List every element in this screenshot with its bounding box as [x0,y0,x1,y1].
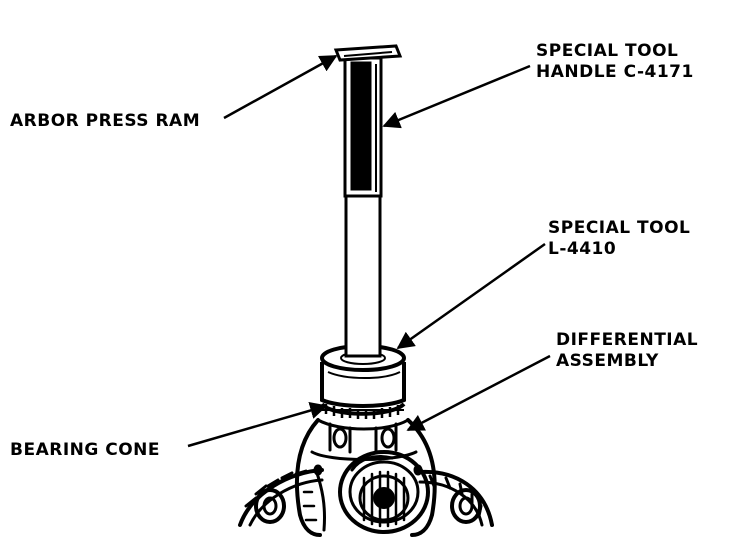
differential-assembly [238,418,494,537]
label-special-tool-handle-line1: SPECIAL TOOL [536,41,679,61]
arrow-special-tool-l4410 [396,242,546,350]
label-bearing-cone-text: BEARING CONE [10,440,161,460]
leader-lines [187,54,551,448]
label-arbor-press-ram: ARBOR PRESS RAM [10,111,200,132]
label-arbor-press-ram-text: ARBOR PRESS RAM [10,111,201,131]
label-special-tool-l4410-line2: L-4410 [548,239,617,259]
special-tool-l4410 [320,344,406,408]
arrow-differential-assembly [406,354,551,432]
label-special-tool-handle-line2: HANDLE C-4171 [536,62,694,82]
arbor-press-ram [333,44,403,62]
label-differential-assembly: DIFFERENTIAL ASSEMBLY [556,330,698,372]
arrow-arbor-press-ram [223,54,338,120]
arrow-bearing-cone [187,401,328,448]
special-tool-handle-c4171 [343,56,383,358]
label-differential-line1: DIFFERENTIAL [556,330,699,350]
label-differential-line2: ASSEMBLY [556,351,659,371]
label-bearing-cone: BEARING CONE [10,440,160,461]
label-special-tool-l4410-line1: SPECIAL TOOL [548,218,691,238]
label-special-tool-handle: SPECIAL TOOL HANDLE C-4171 [536,41,694,83]
arrow-special-tool-handle [382,64,531,129]
label-special-tool-l4410: SPECIAL TOOL L-4410 [548,218,690,260]
